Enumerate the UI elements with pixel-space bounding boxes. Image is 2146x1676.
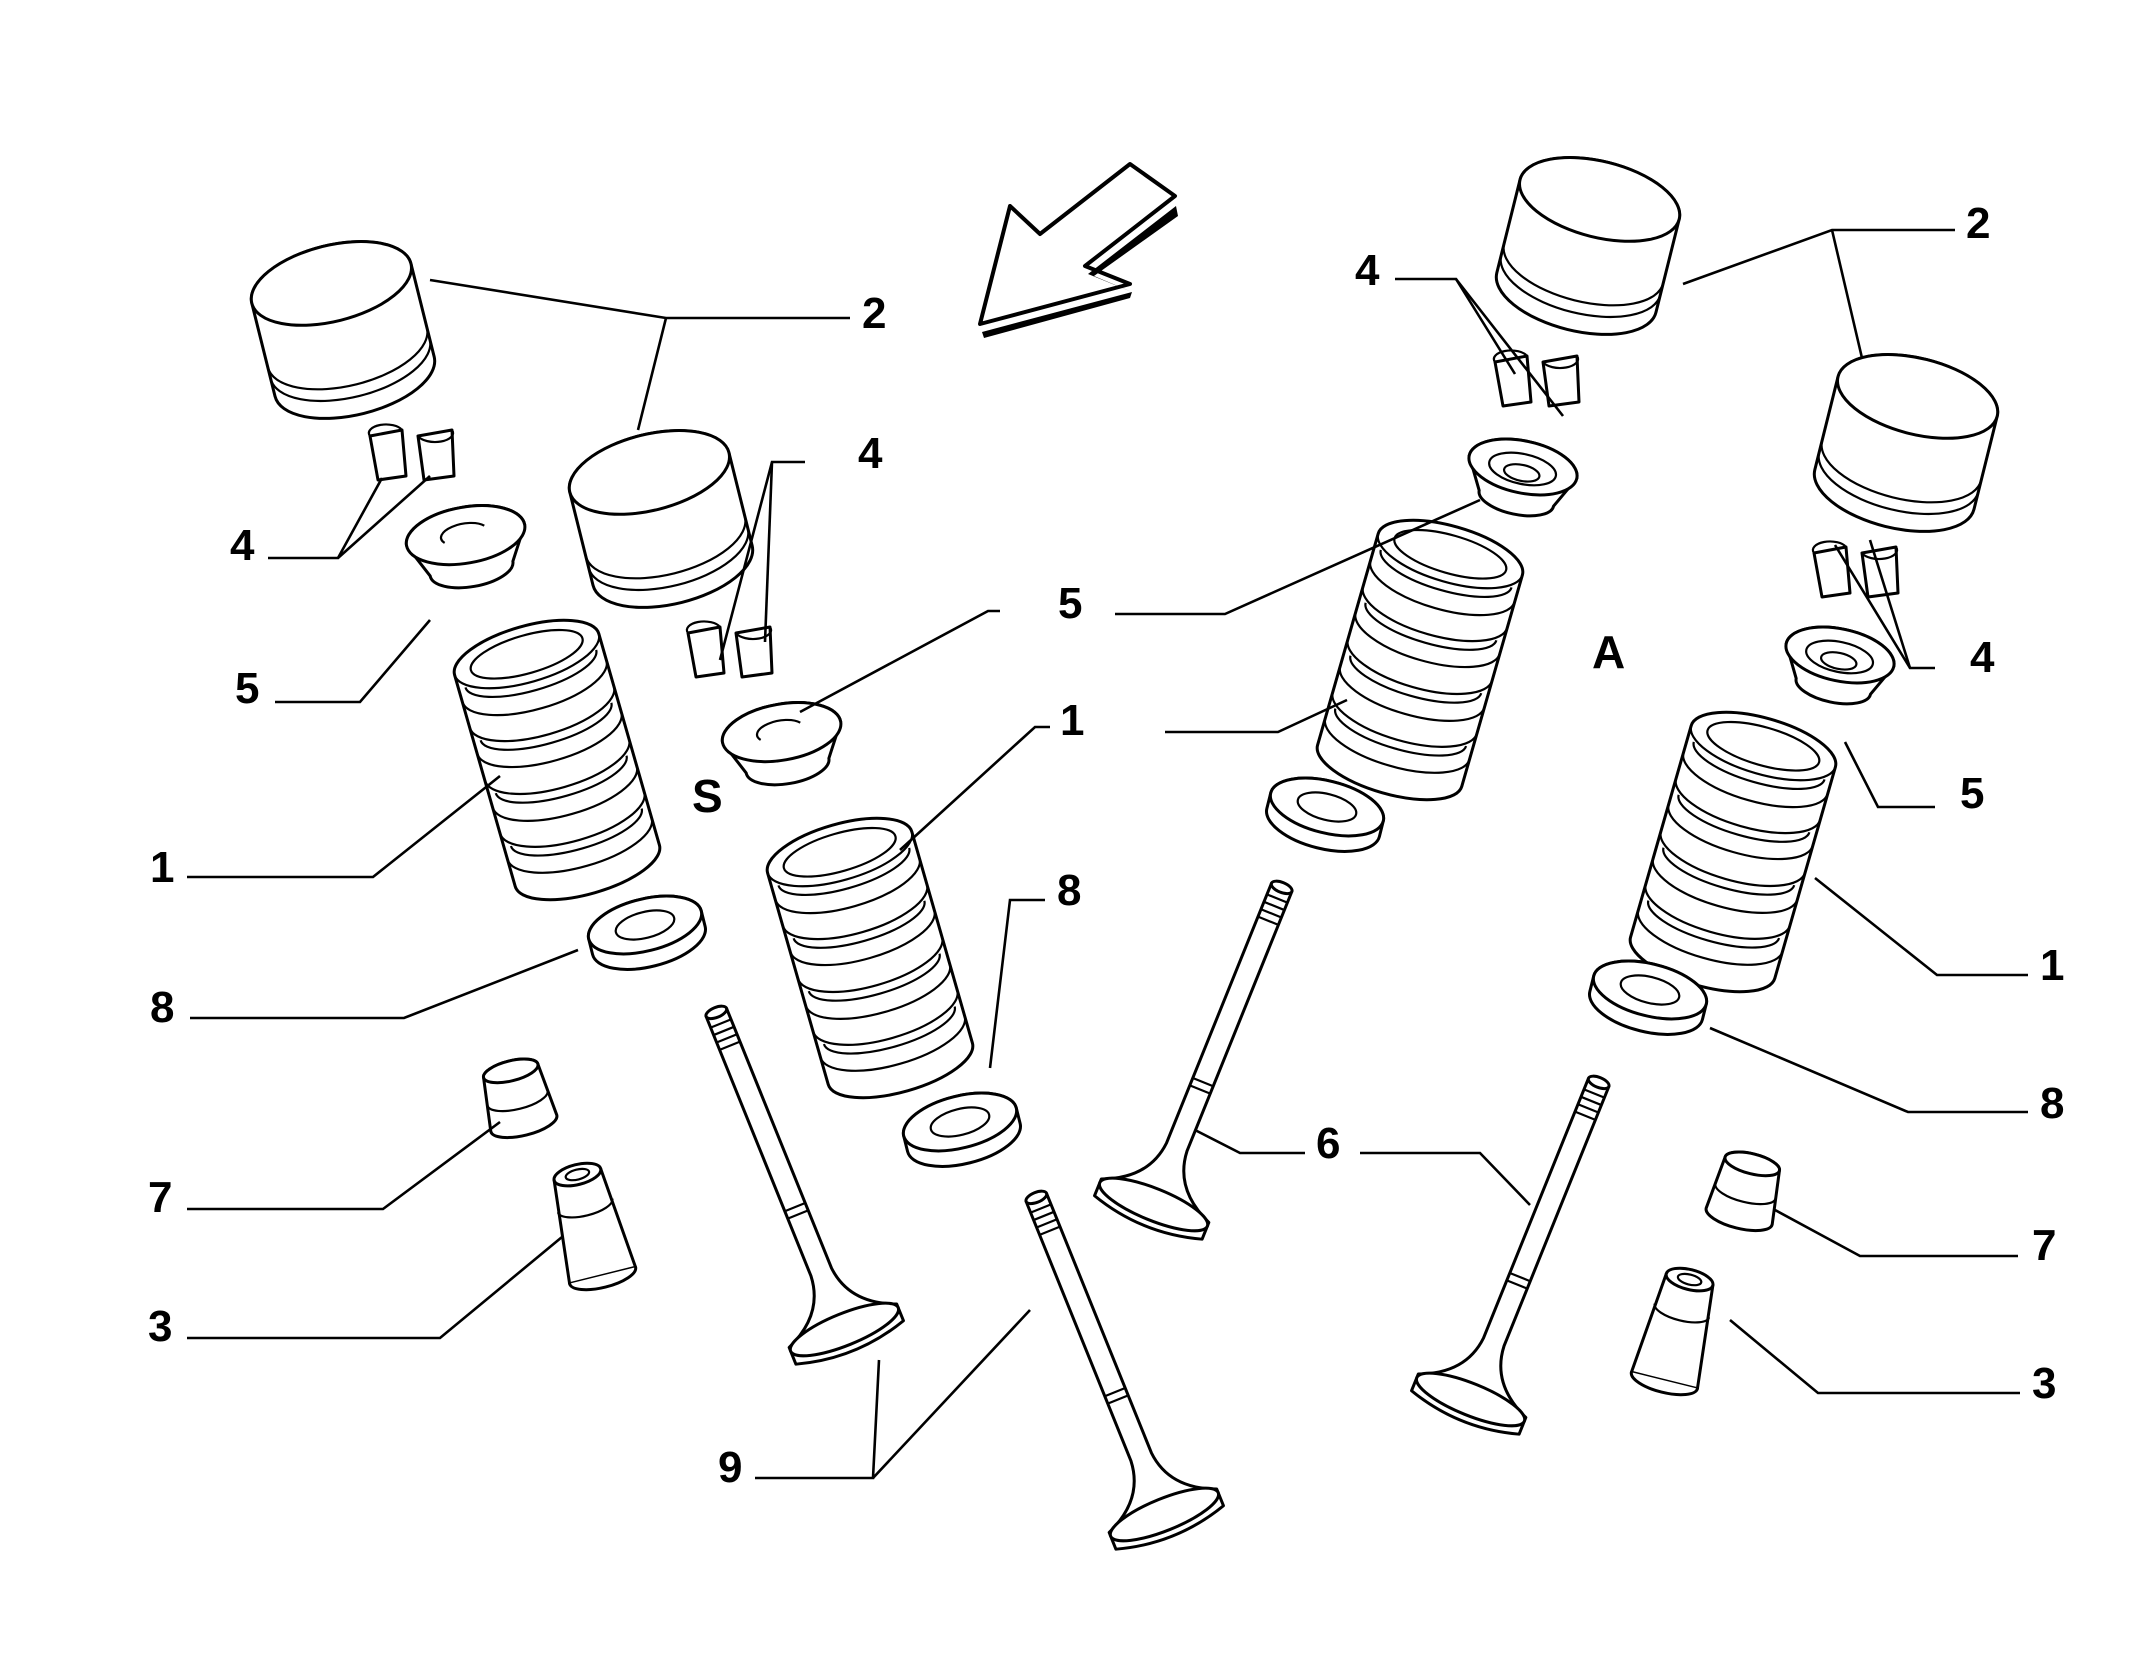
seal-right xyxy=(1701,1144,1790,1238)
guide-right xyxy=(1627,1260,1727,1402)
callout-4-right-upper: 4 xyxy=(1355,246,1380,295)
callout-3-left: 3 xyxy=(148,1302,172,1351)
spring-right-1 xyxy=(1308,505,1532,815)
callout-labels: 2 4 4 5 5 1 1 8 8 7 3 9 6 2 4 4 5 1 8 7 … xyxy=(148,199,2064,1492)
leader-lines xyxy=(187,228,2028,1480)
callout-3-right: 3 xyxy=(2032,1359,2056,1408)
callout-7-right: 7 xyxy=(2032,1221,2056,1270)
seat-left-1 xyxy=(580,884,713,982)
valve-right-2 xyxy=(1406,1054,1656,1445)
tappet-left-1 xyxy=(241,225,445,435)
spring-left-1 xyxy=(445,605,669,915)
callout-8-center: 8 xyxy=(1057,866,1081,915)
callout-5-right: 5 xyxy=(1960,769,1984,818)
callout-9: 9 xyxy=(718,1443,742,1492)
tappet-right-1 xyxy=(1486,141,1690,351)
retainer-right-2 xyxy=(1774,616,1901,715)
retainer-left-2 xyxy=(716,692,852,796)
callout-5-left-upper: 5 xyxy=(1058,579,1082,628)
side-label-a: A xyxy=(1592,626,1625,678)
callout-4-left-upper: 4 xyxy=(858,429,883,478)
callout-4-right-lower: 4 xyxy=(1970,633,1995,682)
callout-4-left-lower: 4 xyxy=(230,521,255,570)
callout-1-center: 1 xyxy=(1060,696,1084,745)
callout-7-left: 7 xyxy=(148,1173,172,1222)
collets-left-2 xyxy=(685,619,774,679)
tappet-right-2 xyxy=(1804,338,2008,548)
tappet-left-2 xyxy=(559,414,763,624)
spring-left-2 xyxy=(758,803,982,1113)
callout-8-left: 8 xyxy=(150,983,174,1032)
seat-left-2 xyxy=(895,1081,1028,1179)
retainer-right-1 xyxy=(1457,428,1584,527)
collets-left-1 xyxy=(367,422,456,482)
callout-5-left-lower: 5 xyxy=(235,664,259,713)
callout-2-right: 2 xyxy=(1966,199,1990,248)
callout-8-right: 8 xyxy=(2040,1079,2064,1128)
spring-right-2 xyxy=(1621,697,1845,1007)
callout-6: 6 xyxy=(1316,1119,1340,1168)
callout-2-left: 2 xyxy=(862,289,886,338)
retainer-left-1 xyxy=(400,495,536,599)
callout-1-left: 1 xyxy=(150,843,174,892)
guide-left xyxy=(540,1155,640,1297)
valve-right-1 xyxy=(1089,859,1339,1250)
direction-arrow-icon xyxy=(978,162,1180,340)
side-label-s: S xyxy=(692,770,723,822)
callout-1-right: 1 xyxy=(2040,941,2064,990)
